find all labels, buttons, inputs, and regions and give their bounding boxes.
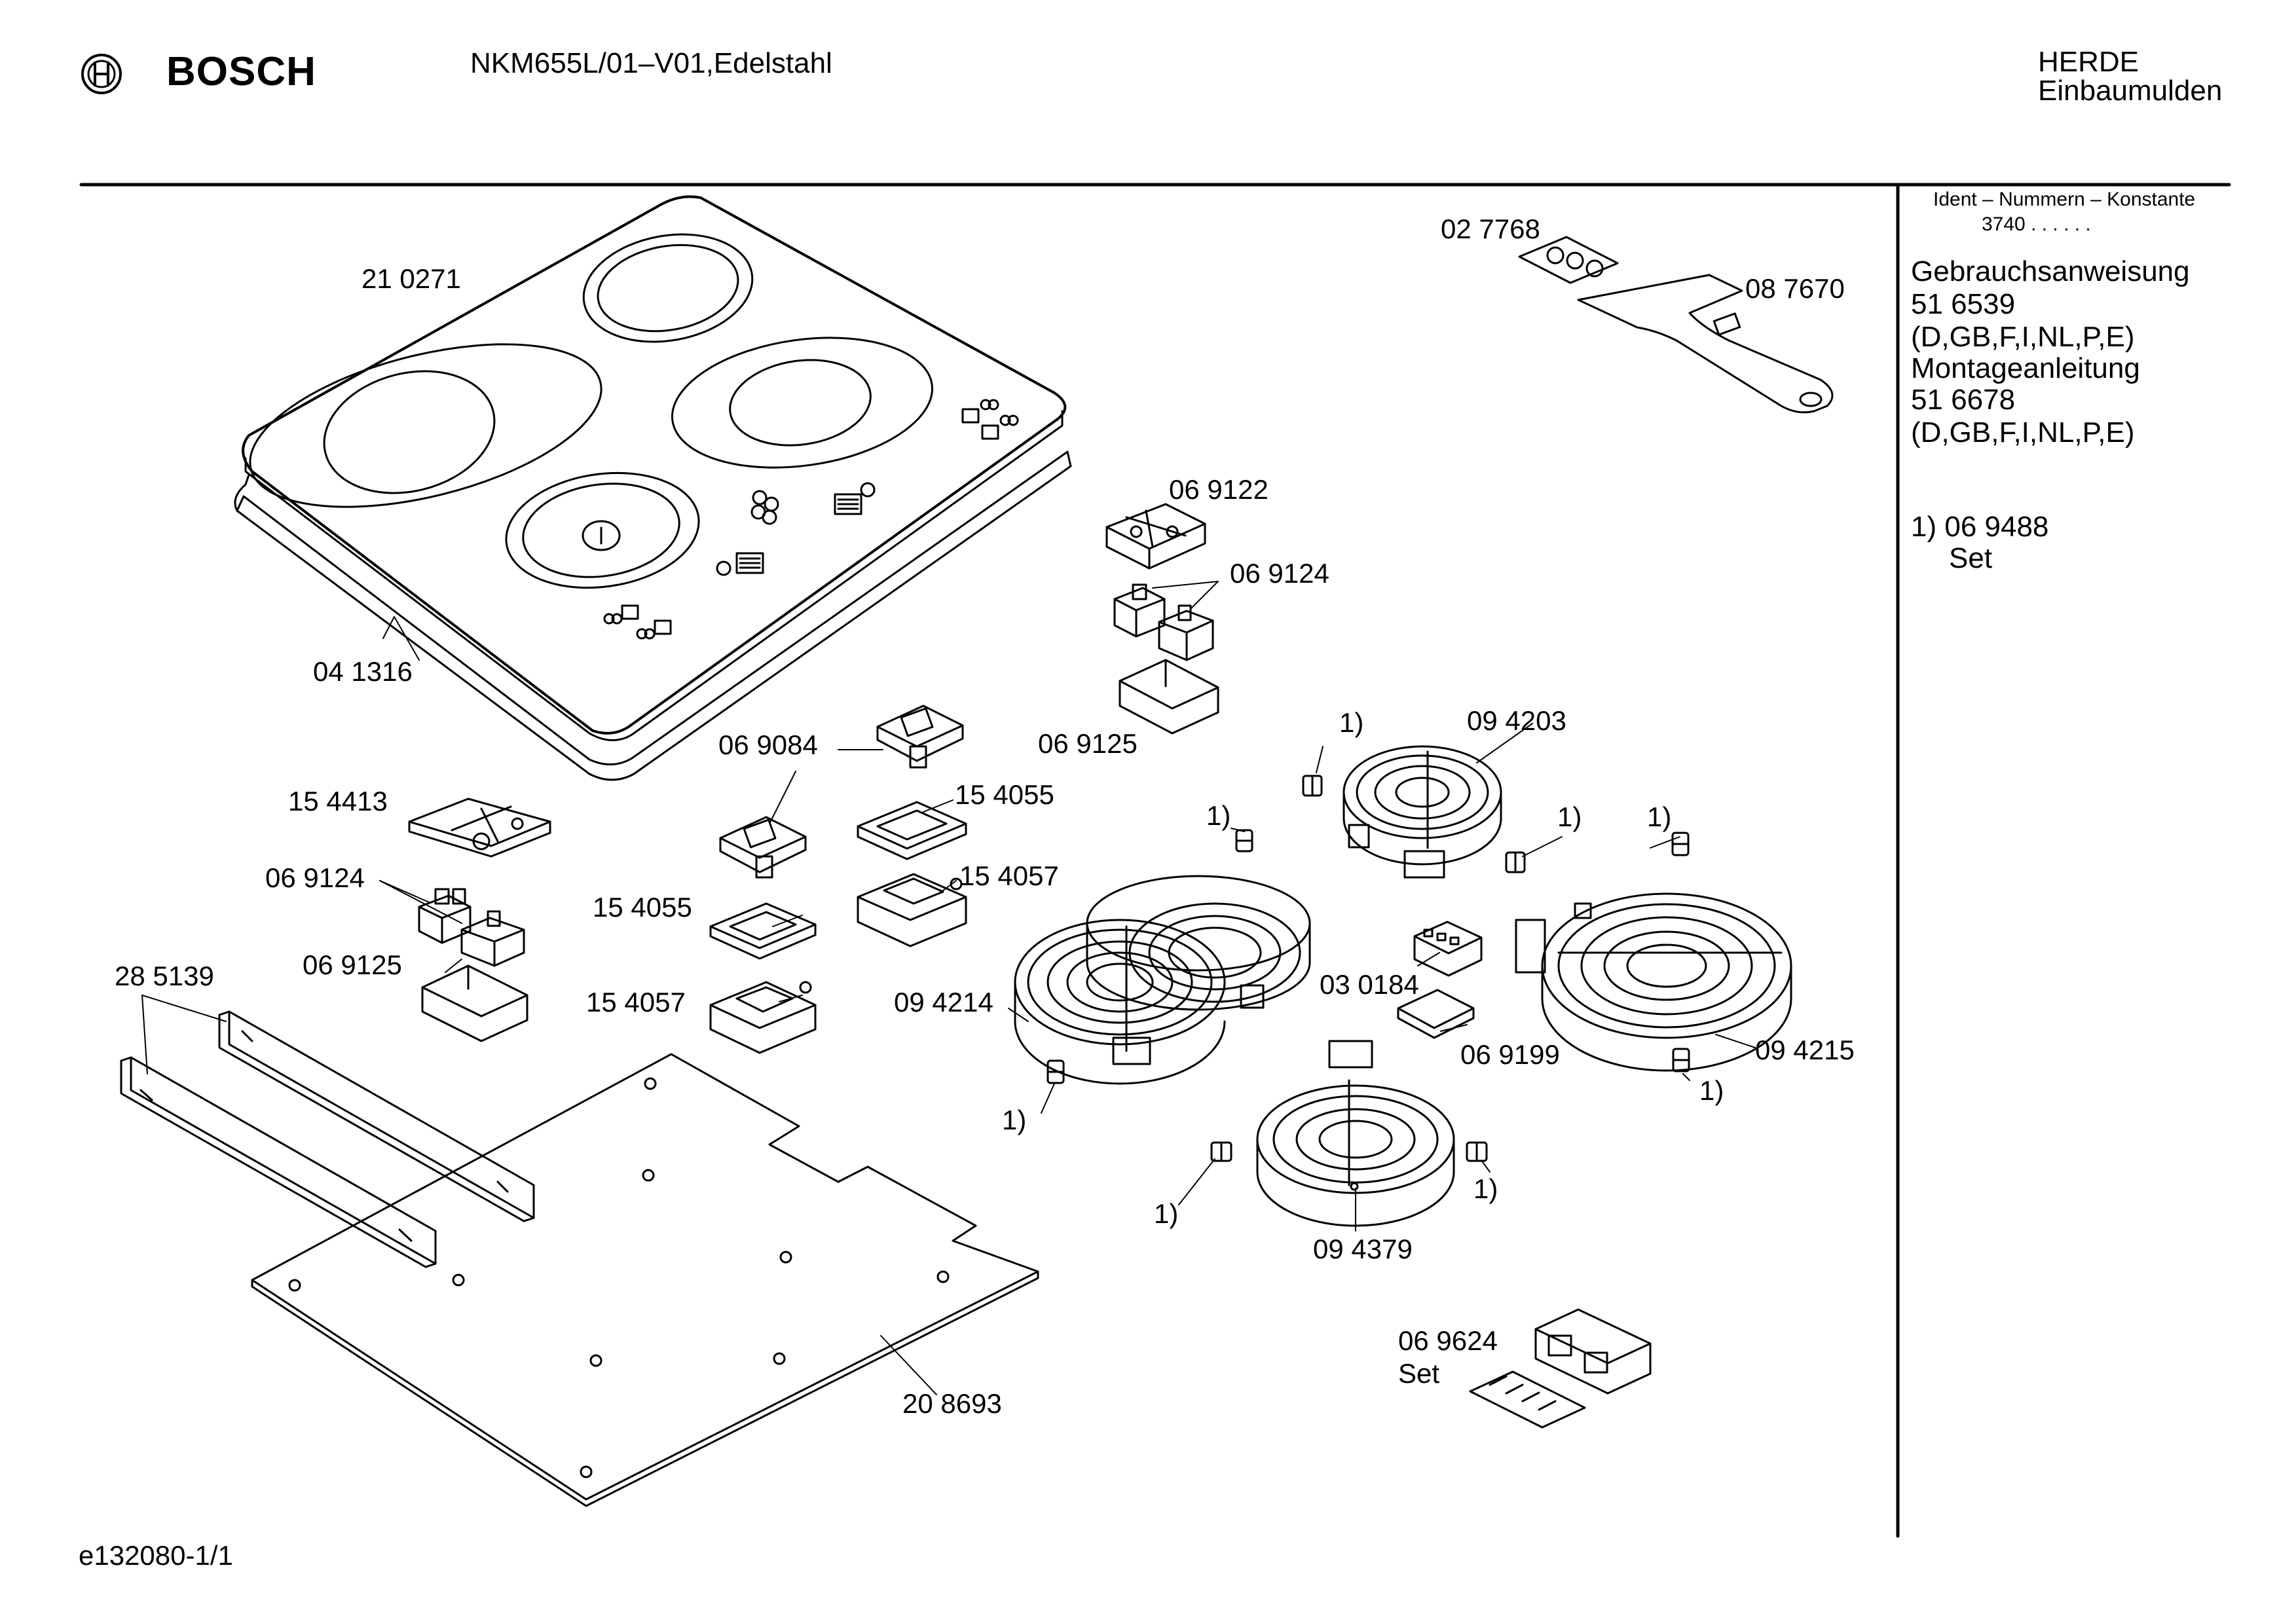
part-154057b xyxy=(711,982,815,1053)
label-094203: 09 4203 xyxy=(1467,705,1566,736)
label-041316: 04 1316 xyxy=(313,656,413,687)
cooking-zone-rear-left xyxy=(575,222,761,355)
install-label: Montageanleitung xyxy=(1911,352,2140,384)
tray-069125a xyxy=(1120,660,1218,733)
footnote-marker: 1) xyxy=(1473,1173,1498,1204)
label-094215: 09 4215 xyxy=(1755,1035,1855,1065)
label-069199: 06 9199 xyxy=(1460,1039,1560,1070)
manual-label: Gebrauchsanweisung xyxy=(1911,255,2190,287)
base-plate xyxy=(252,1054,1038,1506)
clip-parts xyxy=(1048,776,1689,1161)
label-154055-upper: 15 4055 xyxy=(955,779,1054,810)
footnote-marker: 1) xyxy=(1699,1075,1724,1106)
ident-value: 3740 . . . . . . xyxy=(1982,213,2091,235)
install-number: 51 6678 xyxy=(1911,384,2016,416)
label-094214: 09 4214 xyxy=(894,987,993,1017)
module-069084-top xyxy=(878,706,963,767)
footnote-marker: 1) xyxy=(1154,1198,1178,1229)
control-strip xyxy=(1519,237,1832,412)
label-069624-set: Set xyxy=(1398,1358,1439,1389)
category-line2: Einbaumulden xyxy=(2038,75,2223,107)
label-027768: 02 7768 xyxy=(1441,213,1540,244)
label-208693: 20 8693 xyxy=(902,1388,1002,1419)
category-line1: HERDE xyxy=(2038,46,2139,78)
label-154057-lower: 15 4057 xyxy=(586,987,686,1017)
label-285139: 28 5139 xyxy=(115,961,214,991)
leader-lines xyxy=(142,581,1755,1395)
drawing-id: e132080-1/1 xyxy=(79,1540,233,1571)
label-069125-left: 06 9125 xyxy=(303,949,402,980)
part-154057a xyxy=(858,874,966,946)
bosch-logo-icon xyxy=(80,52,123,99)
install-langs: (D,GB,F,I,NL,P,E) xyxy=(1911,416,2135,449)
cooktop-frame xyxy=(237,452,1071,780)
cooking-zone-oval xyxy=(234,314,618,538)
footnote-ref: 1) 06 9488 xyxy=(1911,511,2049,543)
label-087670: 08 7670 xyxy=(1745,273,1845,304)
terminal-set-069624 xyxy=(1470,1310,1650,1427)
label-069124-left: 06 9124 xyxy=(265,862,365,893)
heating-element-094379 xyxy=(1257,1041,1454,1226)
connector-030184 xyxy=(1415,922,1481,976)
label-154055-lower: 15 4055 xyxy=(593,892,692,923)
label-069122: 06 9122 xyxy=(1169,474,1268,505)
switch-069124a xyxy=(1115,585,1213,660)
footnote-marker: 1) xyxy=(1339,707,1363,738)
mounting-rail-upper xyxy=(219,1012,534,1221)
ident-title: Ident – Nummern – Konstante xyxy=(1933,189,2196,210)
part-154055a xyxy=(858,802,966,859)
label-069125-right: 06 9125 xyxy=(1038,728,1138,759)
brand-name: BOSCH xyxy=(166,49,316,94)
heating-element-094203 xyxy=(1344,746,1501,877)
mounting-rail-lower xyxy=(121,1057,435,1267)
label-069124-right: 06 9124 xyxy=(1230,558,1329,589)
part-154055b xyxy=(711,904,815,959)
footnote-marker: 1) xyxy=(1002,1105,1026,1135)
footnote-marker: 1) xyxy=(1557,801,1582,832)
label-069084: 06 9084 xyxy=(718,729,818,760)
model-title: NKM655L/01–V01,Edelstahl xyxy=(470,47,832,79)
heating-element-094215 xyxy=(1516,894,1791,1071)
plate-154413 xyxy=(409,799,550,856)
label-154057-upper: 15 4057 xyxy=(959,860,1059,891)
label-094379: 09 4379 xyxy=(1313,1234,1413,1264)
cooking-zone-rear-right xyxy=(664,322,941,483)
glass-cooktop xyxy=(234,196,1071,780)
manual-number: 51 6539 xyxy=(1911,288,2016,320)
label-210271: 21 0271 xyxy=(361,263,461,294)
switch-069124b xyxy=(419,889,524,966)
switch-cover-069122 xyxy=(1107,504,1205,568)
module-069084-mid xyxy=(720,817,805,877)
footnote-set: Set xyxy=(1949,542,1993,574)
footnote-marker: 1) xyxy=(1647,801,1671,832)
heating-element-oval-094214 xyxy=(1015,876,1310,1084)
footnote-marker: 1) xyxy=(1206,800,1231,831)
label-154413: 15 4413 xyxy=(288,786,388,816)
cover-069199 xyxy=(1398,990,1473,1038)
label-069624: 06 9624 xyxy=(1398,1325,1498,1356)
cooking-zone-front xyxy=(498,461,706,600)
label-030184: 03 0184 xyxy=(1320,969,1419,1000)
tray-069125b xyxy=(422,966,527,1041)
manual-langs: (D,GB,F,I,NL,P,E) xyxy=(1911,321,2135,353)
